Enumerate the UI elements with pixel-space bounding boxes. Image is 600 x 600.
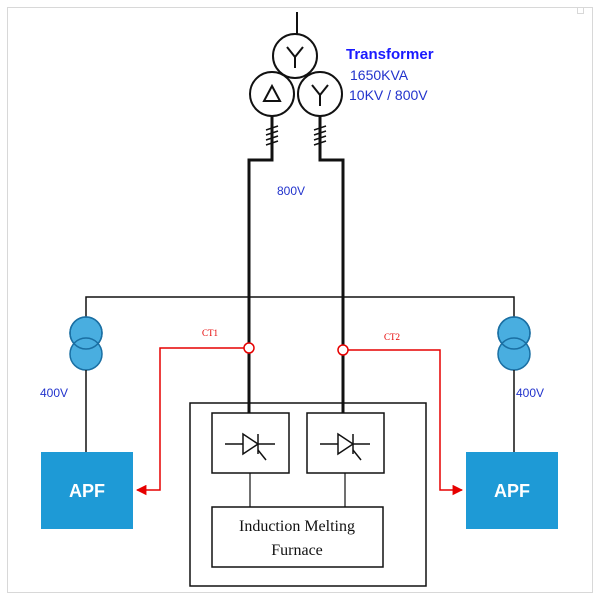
ct1-sensor bbox=[243, 342, 255, 354]
thyristor-icon bbox=[225, 432, 275, 461]
left-apf-box bbox=[41, 452, 133, 529]
right-apf-box bbox=[466, 452, 558, 529]
transformer-title: Transformer bbox=[346, 46, 434, 63]
branch-tie-line bbox=[85, 296, 515, 322]
ct2-label: CT2 bbox=[384, 332, 400, 342]
secondary-leads bbox=[270, 116, 322, 150]
secondary-voltage-label: 800V bbox=[277, 184, 305, 198]
left-branch-transformer bbox=[69, 316, 103, 371]
transformer-symbol bbox=[249, 33, 343, 117]
thyristor-icon bbox=[320, 432, 370, 461]
diagram-frame bbox=[7, 7, 593, 593]
furnace-label-line1: Induction Melting bbox=[239, 518, 355, 535]
ct2-signal-line bbox=[348, 349, 464, 496]
furnace-box bbox=[211, 506, 384, 568]
furnace-label-line2: Furnace bbox=[271, 542, 323, 559]
main-bus bbox=[247, 150, 345, 413]
right-apf-label: APF bbox=[494, 481, 530, 501]
left-apf-label: APF bbox=[69, 481, 105, 501]
wye-symbol-top bbox=[286, 46, 304, 68]
furnace-enclosure bbox=[189, 402, 427, 587]
transformer-delta-coil bbox=[249, 71, 295, 117]
ct2-sensor bbox=[337, 344, 349, 356]
hatch-marks-left bbox=[265, 125, 279, 146]
left-branch-voltage: 400V bbox=[40, 386, 68, 400]
right-branch-transformer bbox=[497, 316, 531, 371]
transformer-rating: 1650KVA bbox=[350, 67, 409, 83]
right-branch-voltage: 400V bbox=[516, 386, 544, 400]
hatch-marks-right bbox=[313, 125, 327, 146]
wye-symbol-right bbox=[311, 84, 329, 106]
corner-mark bbox=[577, 7, 584, 14]
delta-symbol bbox=[262, 83, 282, 102]
ct1-signal-line bbox=[135, 347, 244, 496]
ct1-label: CT1 bbox=[202, 328, 218, 338]
transformer-voltage: 10KV / 800V bbox=[349, 87, 428, 103]
